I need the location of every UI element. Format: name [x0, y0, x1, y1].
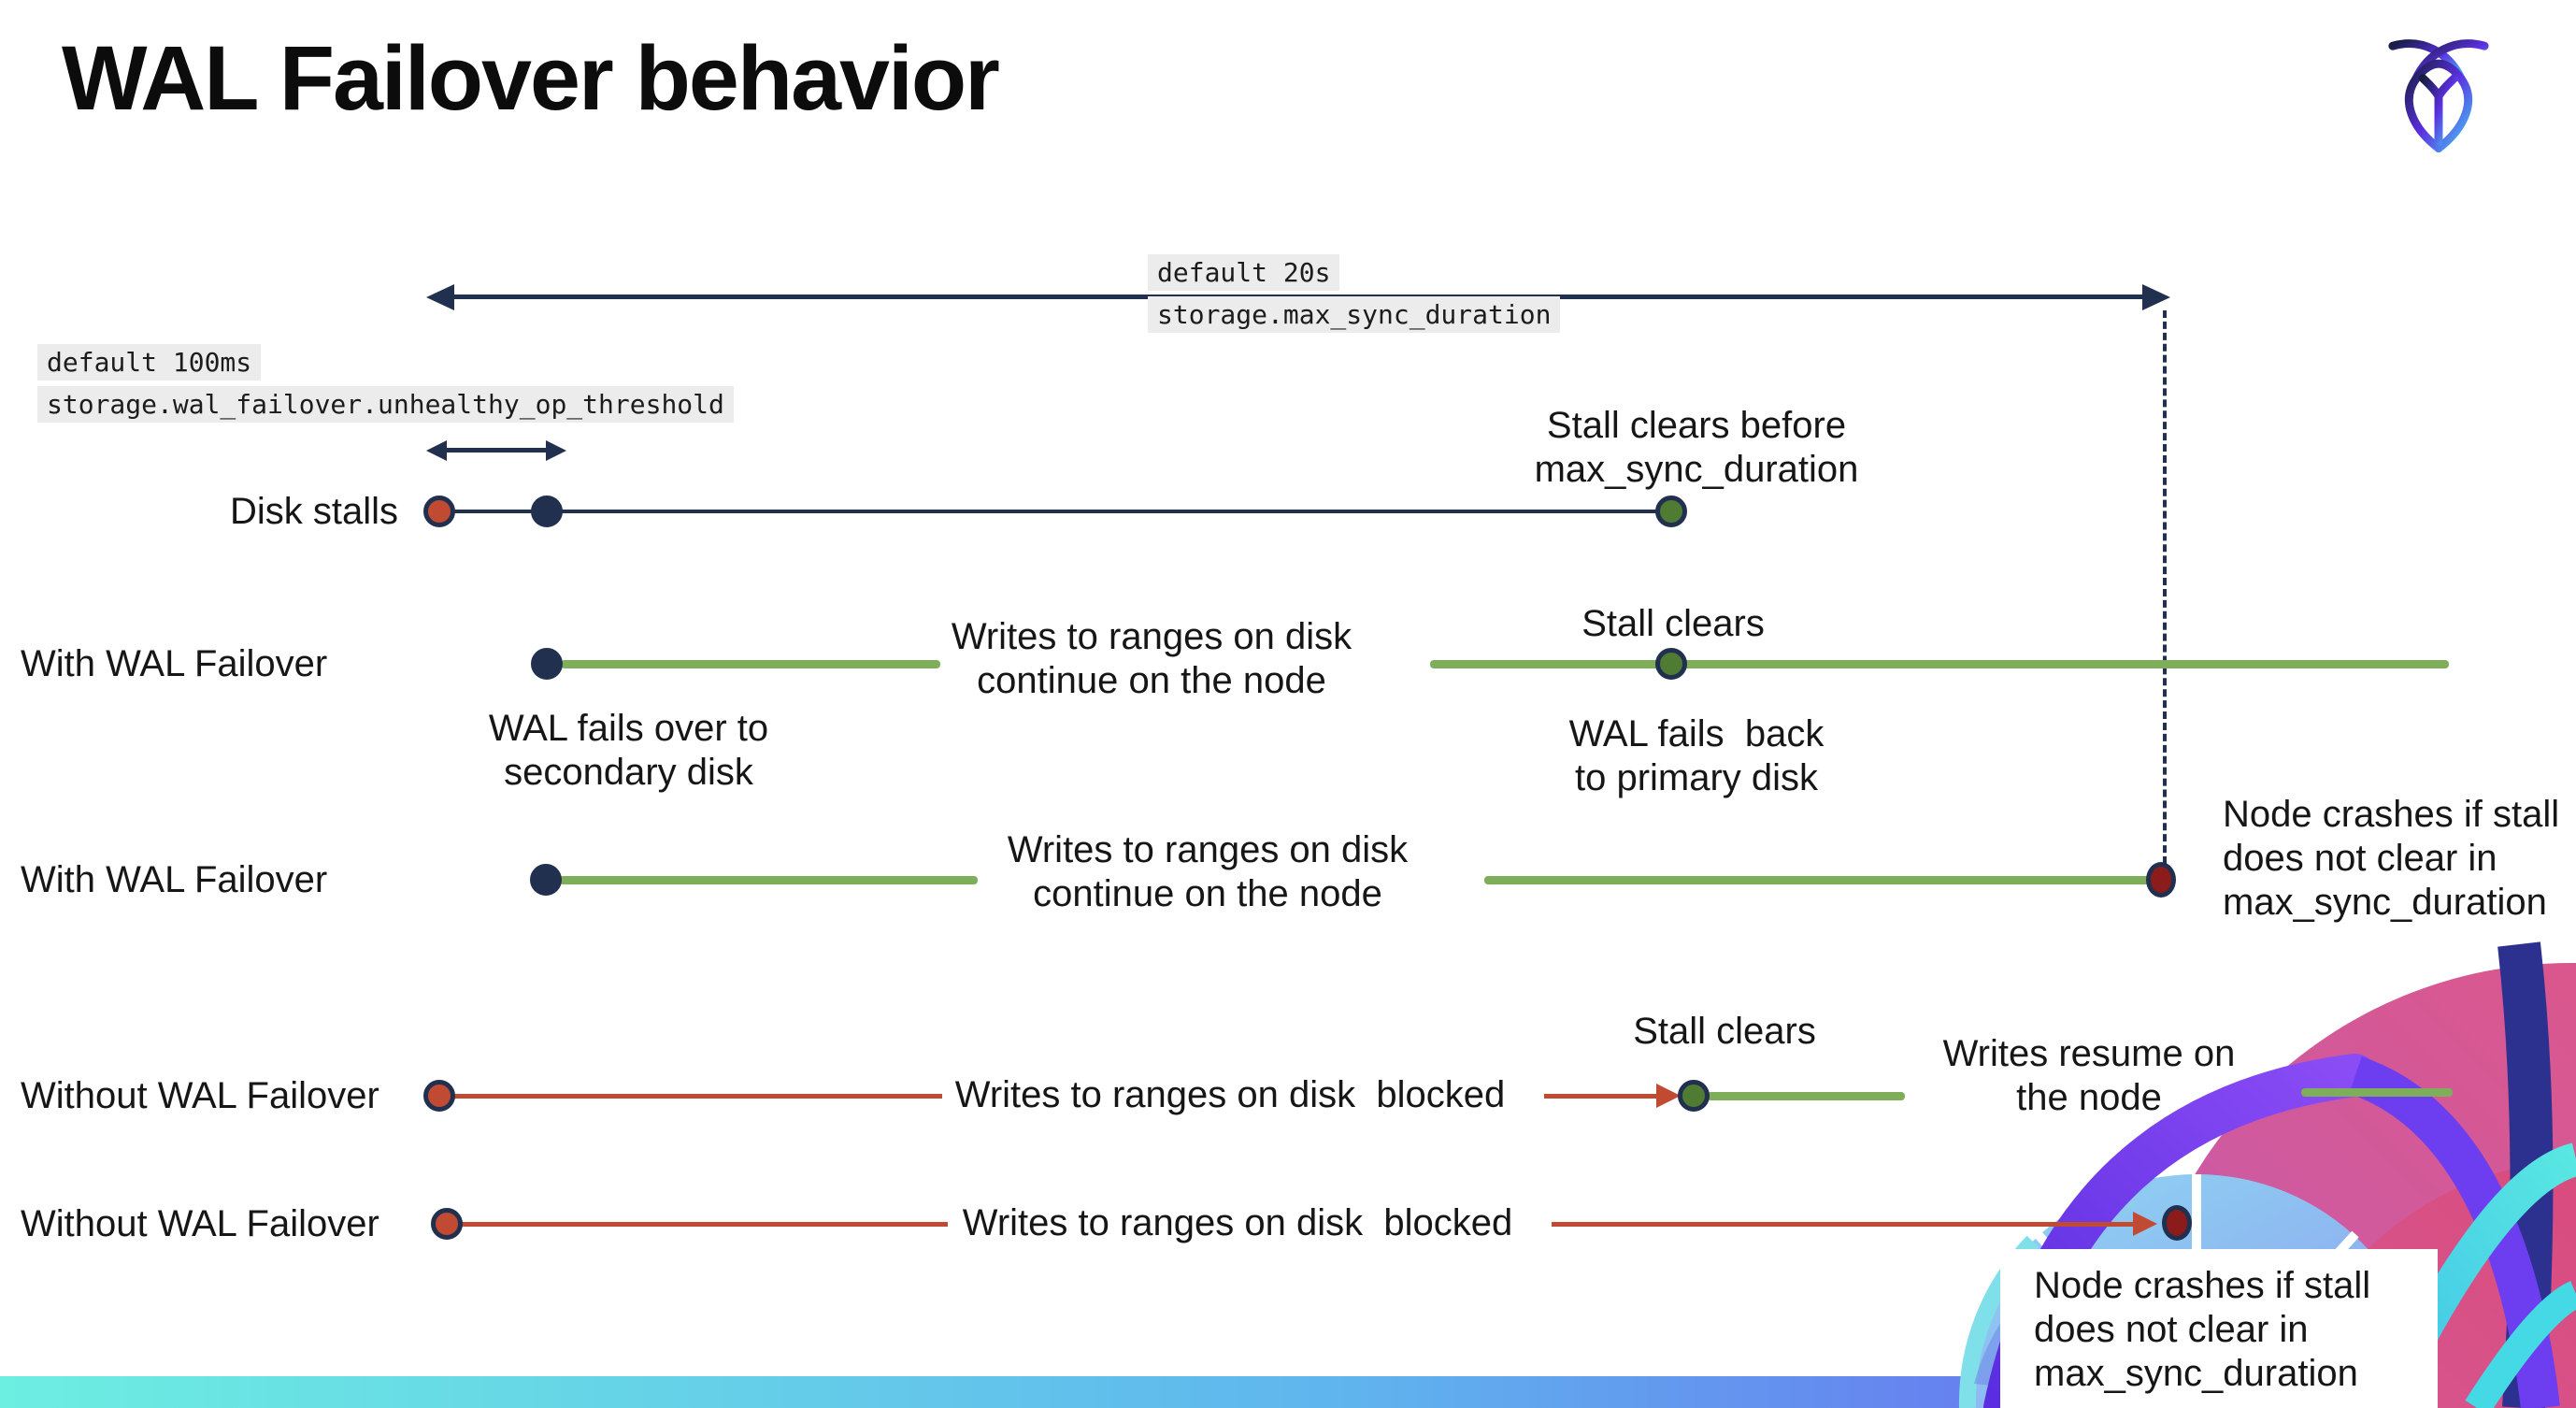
max-sync-deadline-dashed-line [2163, 310, 2167, 864]
callout-default-value: default 20s [1148, 254, 1340, 291]
callout-unhealthy-op-threshold: default 100ms storage.wal_failover.unhea… [37, 344, 734, 423]
callout-default-value: default 100ms [37, 344, 262, 381]
annotation-writes-blocked: Writes to ranges on disk blocked [954, 1074, 1506, 1115]
callout-setting-name: storage.wal_failover.unhealthy_op_thresh… [37, 386, 734, 423]
timeline-row5-arrow-line [1552, 1222, 2135, 1227]
page-title: WAL Failover behavior [62, 27, 1000, 129]
timeline-row4-blocked-line [452, 1094, 942, 1099]
callout-max-sync-duration: default 20s storage.max_sync_duration [1148, 254, 1561, 333]
stall-start-dot [431, 1208, 463, 1240]
stall-clear-dot [1678, 1080, 1710, 1112]
timeline-row3-green-line-a [559, 876, 978, 884]
annotation-writes-continue: Writes to ranges on disk continue on the… [951, 616, 1352, 701]
annotation-writes-continue: Writes to ranges on disk continue on the… [1007, 829, 1409, 914]
annotation-node-crashes: Node crashes if stall does not clear in … [2223, 794, 2560, 923]
node-crash-dot [2146, 862, 2176, 898]
timeline-row1-line [439, 510, 1671, 513]
row-label-with-wal-failover: With WAL Failover [21, 643, 328, 684]
arrowhead-left-icon [426, 440, 447, 461]
stall-clear-dot [1655, 648, 1687, 680]
annotation-writes-resume: Writes resume on the node [1942, 1033, 2236, 1118]
callout-setting-name: storage.max_sync_duration [1148, 296, 1561, 333]
arrowhead-right-icon [2133, 1212, 2157, 1236]
arrowhead-right-icon [1656, 1084, 1681, 1108]
annotation-node-crashes: Node crashes if stall does not clear in … [2034, 1265, 2371, 1394]
row-label-with-wal-failover: With WAL Failover [21, 859, 328, 900]
annotation-wal-fails-back: WAL fails back to primary disk [1568, 713, 1825, 798]
annotation-wal-fails-over: WAL fails over to secondary disk [488, 708, 769, 793]
timeline-row4-resume-line [1707, 1092, 1905, 1100]
annotation-stall-clears: Stall clears [1581, 603, 1765, 644]
cockroachdb-logo-icon [2388, 39, 2489, 152]
timeline-row2-green-line-b [1430, 660, 2449, 668]
annotation-writes-blocked: Writes to ranges on disk blocked [962, 1202, 1513, 1243]
arrowhead-left-icon [426, 284, 454, 310]
row-label-disk-stalls: Disk stalls [230, 491, 399, 532]
row-label-without-wal-failover: Without WAL Failover [21, 1203, 379, 1244]
annotation-stall-clears: Stall clears [1633, 1011, 1816, 1052]
arrowhead-right-icon [546, 440, 566, 461]
note-box [2000, 1249, 2438, 1408]
timeline-row4-arrow-line [1544, 1094, 1660, 1099]
row-label-without-wal-failover: Without WAL Failover [21, 1075, 379, 1116]
threshold-span-arrow-line [439, 448, 553, 453]
timeline-row3-green-line-b [1484, 876, 2159, 884]
stall-start-dot [423, 496, 455, 527]
stall-clear-dot [1655, 496, 1687, 527]
annotation-stall-clears-before: Stall clears before max_sync_duration [1534, 405, 1859, 490]
failover-dot [531, 648, 563, 680]
failover-dot [530, 864, 562, 896]
arrowhead-right-icon [2142, 284, 2170, 310]
node-crash-dot [2162, 1205, 2192, 1241]
timeline-row4-resume-line-right [2301, 1088, 2453, 1097]
timeline-row5-blocked-line [460, 1222, 948, 1227]
stall-start-dot [423, 1080, 455, 1112]
timeline-row2-green-line-a [561, 660, 940, 668]
threshold-dot [531, 496, 563, 527]
